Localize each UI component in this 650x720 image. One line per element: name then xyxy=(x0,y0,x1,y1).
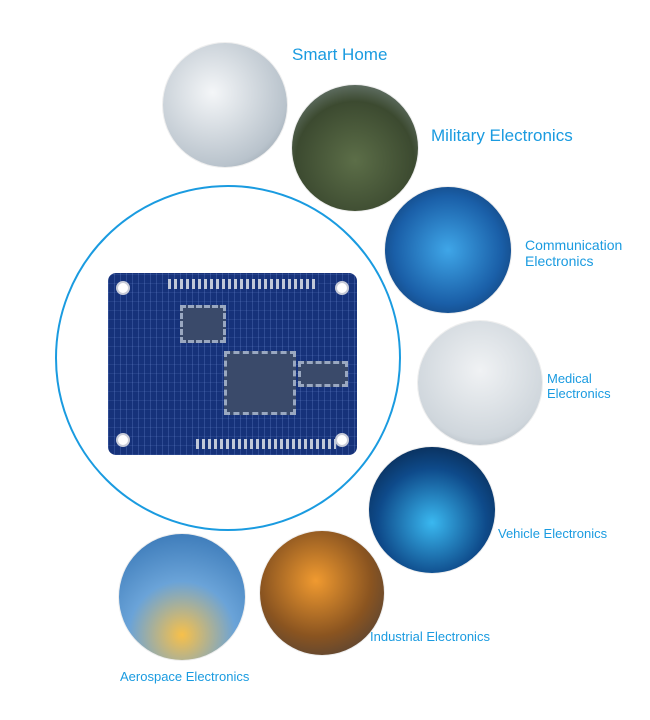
pin-header xyxy=(168,279,318,289)
chip xyxy=(298,361,348,387)
label-aerospace-electronics: Aerospace Electronics xyxy=(120,669,250,684)
label-line: Electronics xyxy=(547,385,611,401)
mounting-hole xyxy=(116,281,130,295)
chip xyxy=(180,305,226,343)
label-smart-home: Smart Home xyxy=(292,45,388,64)
label-communication-electronics: Communication Electronics xyxy=(525,237,622,269)
pcb-board-image xyxy=(108,273,357,455)
mounting-hole xyxy=(335,433,349,447)
vehicle-image xyxy=(369,447,495,573)
mounting-hole xyxy=(116,433,130,447)
center-ring xyxy=(55,185,401,531)
pin-header xyxy=(196,439,336,449)
smart-home-image xyxy=(163,43,287,167)
label-line: Electronics xyxy=(525,253,594,270)
aerospace-rocket-image xyxy=(119,534,245,660)
communication-icons-image xyxy=(385,187,511,313)
label-industrial-electronics: Industrial Electronics xyxy=(370,629,490,644)
military-vehicle-image xyxy=(292,85,418,211)
label-vehicle-electronics: Vehicle Electronics xyxy=(498,526,608,541)
main-chip xyxy=(224,351,296,415)
medical-equipment-image xyxy=(418,321,542,445)
label-line: Medical xyxy=(547,371,592,386)
label-military-electronics: Military Electronics xyxy=(431,126,573,145)
label-line: Communication xyxy=(525,237,623,253)
label-medical-electronics: Medical Electronics xyxy=(547,371,611,402)
industrial-robot-image xyxy=(260,531,384,655)
mounting-hole xyxy=(335,281,349,295)
